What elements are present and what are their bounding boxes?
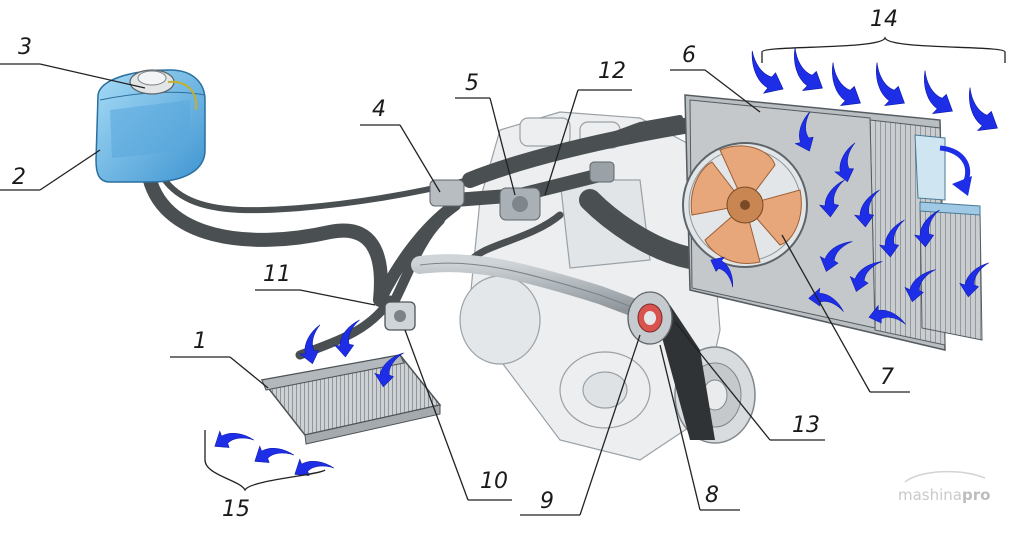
bracket-14 — [761, 36, 1006, 63]
svg-text:mashinapro: mashinapro — [898, 486, 990, 504]
callout-3: 3 — [18, 35, 32, 60]
watermark-prefix: mashina — [898, 486, 962, 504]
thermostat — [499, 187, 541, 221]
callout-12: 12 — [598, 59, 626, 84]
hose-tee — [429, 179, 465, 207]
callout-1: 1 — [193, 329, 207, 354]
callout-9: 9 — [540, 489, 554, 514]
bracket-15 — [204, 430, 326, 492]
heater-core — [260, 354, 442, 445]
watermark-logo: mashinapro — [898, 470, 990, 504]
callout-10: 10 — [480, 469, 508, 494]
callout-11: 11 — [263, 262, 291, 287]
callout-2: 2 — [12, 165, 26, 190]
hoses — [141, 115, 701, 360]
callout-5: 5 — [465, 71, 479, 96]
callout-13: 13 — [792, 413, 820, 438]
heater-valve — [384, 301, 416, 331]
temperature-sensor — [589, 161, 615, 183]
leader-lines — [0, 63, 910, 516]
cooling-fan — [682, 142, 808, 268]
drive-belt — [660, 305, 715, 440]
tank-cap — [129, 69, 198, 111]
callout-14: 14 — [870, 7, 898, 32]
water-pump — [627, 291, 673, 345]
callout-15: 15 — [222, 497, 250, 522]
callout-8: 8 — [705, 483, 719, 508]
callout-6: 6 — [682, 43, 696, 68]
callout-4: 4 — [372, 97, 386, 122]
watermark-suffix: pro — [962, 486, 990, 504]
callout-7: 7 — [880, 365, 894, 390]
